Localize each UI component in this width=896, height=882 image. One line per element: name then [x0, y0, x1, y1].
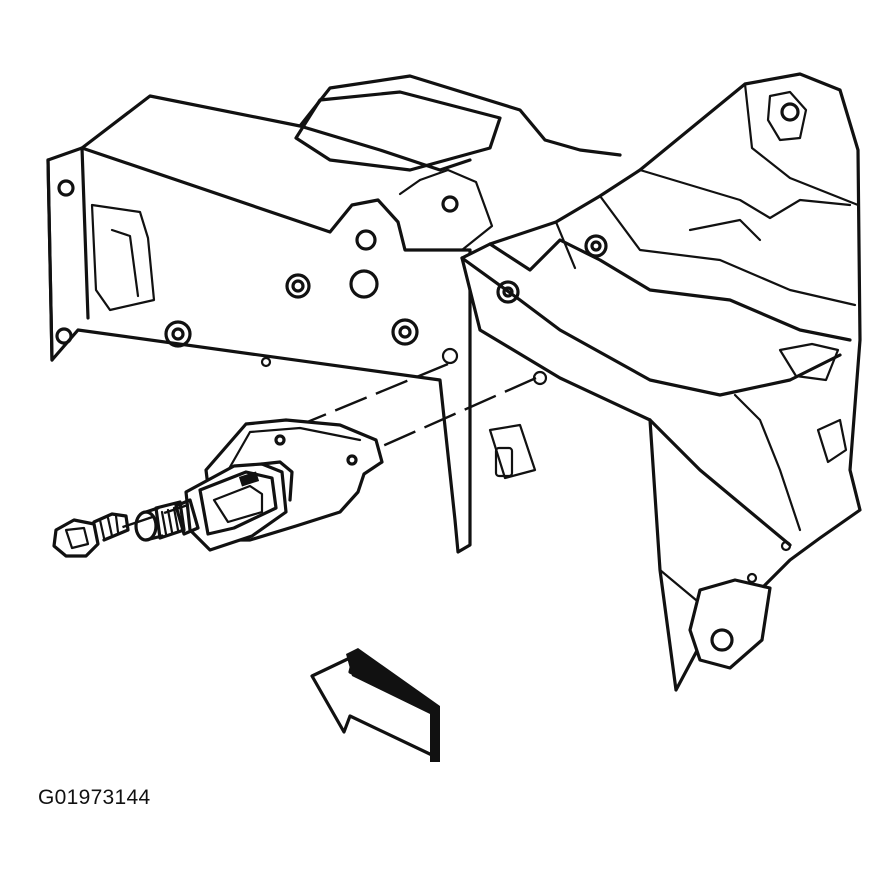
- hex-bolt: [52, 512, 130, 558]
- mounting-bracket-plate: [46, 146, 472, 554]
- upper-panel: [80, 74, 622, 252]
- brake-light-switch: [134, 460, 294, 552]
- figure-reference-code: G01973144: [38, 786, 151, 809]
- cross-member: [460, 72, 862, 692]
- view-direction-arrow: [310, 648, 440, 762]
